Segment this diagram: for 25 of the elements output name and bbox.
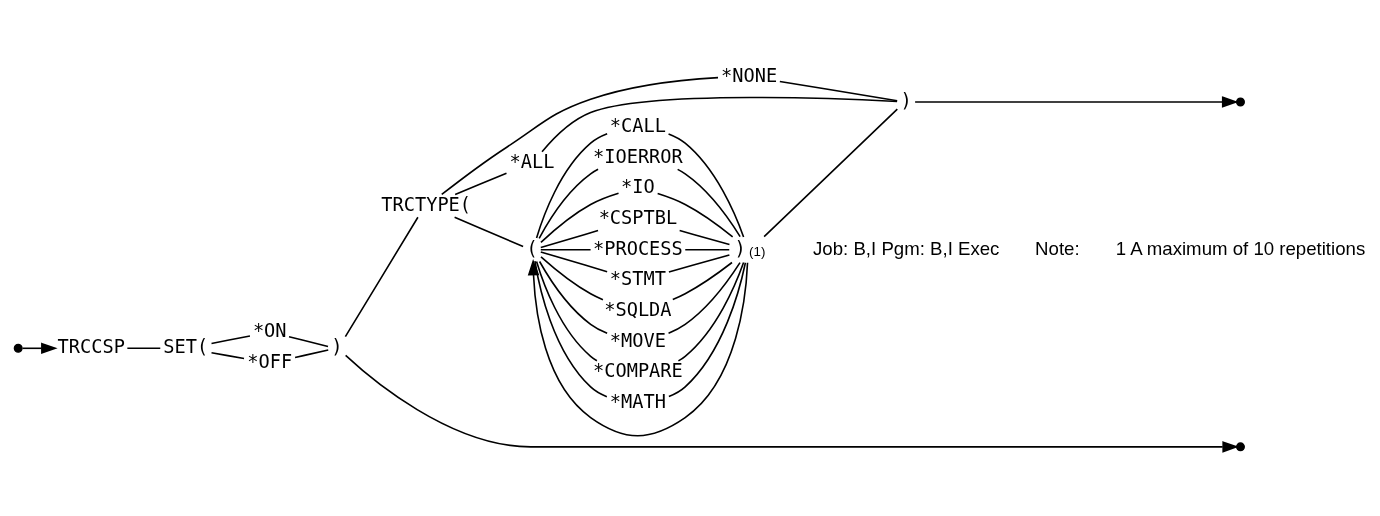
node-text: *IO (621, 176, 655, 198)
node-label: (1) (749, 244, 766, 260)
node-text: ( (526, 237, 538, 259)
node-text: *STMT (609, 268, 666, 290)
node-text: ) (734, 238, 746, 260)
node-text: *MATH (609, 390, 666, 412)
node-text: *IOERROR (593, 145, 683, 167)
label: 1 A maximum of 10 repetitions (1115, 237, 1366, 259)
label: Note: (1035, 237, 1080, 259)
node-text: *CALL (609, 115, 666, 137)
node-text: ) (331, 336, 343, 358)
node-text: *OFF (247, 350, 293, 372)
node-text: *PROCESS (593, 237, 683, 259)
node-text: *CSPTBL (598, 207, 678, 229)
node-text: *NONE (721, 64, 778, 86)
node-text: TRCTYPE( (381, 193, 472, 215)
node-text: *MOVE (609, 329, 666, 351)
node-text: TRCCSP (57, 336, 125, 358)
node-text: SET( (163, 336, 209, 358)
label: Job: B,I Pgm: B,I Exec (813, 237, 1000, 259)
node-text: *ALL (509, 151, 555, 173)
node-text: *SQLDA (604, 298, 672, 320)
node-text: ) (900, 89, 912, 111)
node-text: *ON (252, 320, 287, 342)
node-text: *COMPARE (593, 360, 683, 382)
